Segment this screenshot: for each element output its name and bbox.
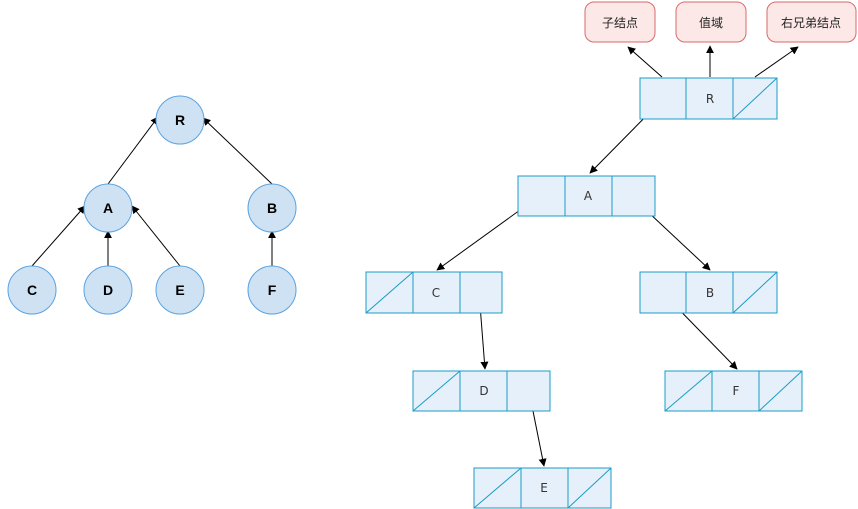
cs-node-d-value-cell bbox=[459, 370, 508, 412]
tree-node-d-label: D bbox=[103, 282, 113, 298]
cs-node-c-sibling-cell bbox=[459, 271, 503, 314]
tree-node-e-label: E bbox=[175, 282, 184, 298]
cs-node-d: D bbox=[412, 370, 551, 412]
cs-node-a-child-cell bbox=[517, 175, 566, 217]
cs-node-r: R bbox=[639, 77, 778, 120]
edge-e-to-a bbox=[131, 205, 181, 267]
edge-c-to-a bbox=[31, 205, 86, 267]
tree-node-r: R bbox=[155, 95, 205, 145]
edge-r-sibling-legend bbox=[754, 46, 799, 78]
cs-node-b-child-cell bbox=[639, 271, 687, 314]
tree-node-r-label: R bbox=[175, 112, 185, 128]
edge-r-child-legend bbox=[627, 46, 663, 78]
parent-tree: R A B C D E F bbox=[7, 95, 297, 315]
tree-node-e: E bbox=[155, 265, 205, 315]
cs-node-e: E bbox=[473, 467, 612, 509]
edge-b-to-r bbox=[202, 117, 273, 185]
cs-node-c-child-null-slash bbox=[365, 271, 414, 314]
tree-node-f-label: F bbox=[268, 282, 277, 298]
cs-node-a: A bbox=[517, 175, 656, 217]
tree-node-a-label: A bbox=[103, 200, 113, 216]
cs-node-r-value-cell bbox=[685, 77, 734, 120]
cs-node-f-value-cell bbox=[711, 370, 760, 412]
cs-node-e-label: E bbox=[540, 481, 548, 495]
cs-node-f-label: F bbox=[733, 384, 740, 398]
child-sibling-tree: 子结点 值域 右兄弟结点 R bbox=[365, 1, 857, 509]
cs-node-b-sibling-null-slash bbox=[732, 271, 778, 314]
cs-node-a-sibling-cell bbox=[611, 175, 656, 217]
cs-node-e-value-cell bbox=[520, 467, 569, 509]
parent-tree-edges bbox=[31, 116, 276, 267]
cs-node-d-child-null-slash bbox=[412, 370, 461, 412]
cs-node-d-sibling-cell bbox=[506, 370, 551, 412]
cs-node-e-sibling-null-slash bbox=[567, 467, 612, 509]
cs-node-f-sibling-null-slash bbox=[758, 370, 803, 412]
cs-node-c-label: C bbox=[432, 286, 440, 300]
legend-sibling-label: 右兄弟结点 bbox=[781, 15, 841, 30]
cs-node-e-child-null-slash bbox=[473, 467, 522, 509]
cs-node-r-sibling-null-slash bbox=[732, 77, 778, 120]
legend-child: 子结点 bbox=[584, 1, 656, 43]
tree-node-d: D bbox=[83, 265, 133, 315]
cs-node-d-label: D bbox=[479, 384, 488, 398]
legend-value: 值域 bbox=[675, 1, 747, 43]
edge-a-to-r bbox=[107, 116, 159, 185]
cs-node-b-label: B bbox=[706, 286, 714, 300]
cs-node-f-child-null-slash bbox=[664, 370, 713, 412]
cs-node-a-value-cell bbox=[564, 175, 613, 217]
cs-node-c-value-cell bbox=[412, 271, 461, 314]
legend-value-label: 值域 bbox=[699, 15, 723, 30]
cs-node-f: F bbox=[664, 370, 803, 412]
cs-node-b: B bbox=[639, 271, 778, 314]
tree-node-c-label: C bbox=[27, 282, 37, 298]
tree-node-a: A bbox=[83, 183, 133, 233]
tree-node-b: B bbox=[247, 183, 297, 233]
cs-node-a-label: A bbox=[584, 189, 593, 203]
cs-node-c: C bbox=[365, 271, 503, 314]
tree-node-c: C bbox=[7, 265, 57, 315]
tree-node-f: F bbox=[247, 265, 297, 315]
legend-child-label: 子结点 bbox=[602, 16, 638, 30]
cs-node-r-label: R bbox=[706, 92, 714, 106]
cs-node-r-child-cell bbox=[639, 77, 687, 120]
tree-node-b-label: B bbox=[267, 200, 277, 216]
legend-sibling: 右兄弟结点 bbox=[766, 1, 857, 43]
